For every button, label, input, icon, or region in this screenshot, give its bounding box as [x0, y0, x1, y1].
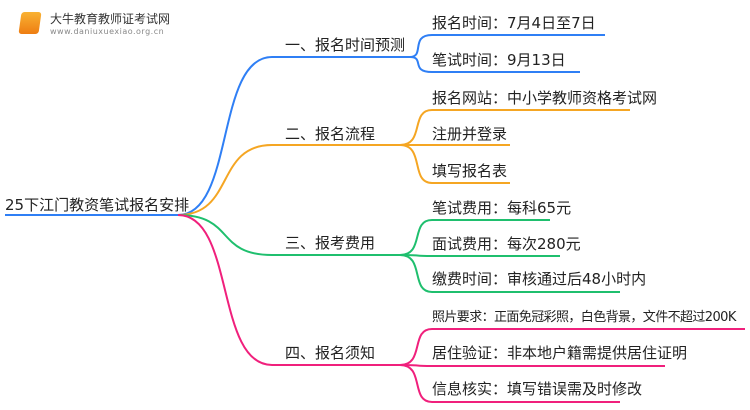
node-interview-fee[interactable]: 面试费用：每次280元 — [432, 235, 581, 253]
child-connector — [399, 109, 630, 146]
node-pay-time[interactable]: 缴费时间：审核通过后48小时内 — [432, 270, 647, 288]
branch-connector — [177, 214, 400, 366]
branch-connector — [177, 56, 410, 216]
node-login[interactable]: 注册并登录 — [432, 125, 508, 143]
branch-fees[interactable]: 三、报考费用 — [285, 234, 376, 252]
logo-name: 大牛教育教师证考试网 — [50, 12, 171, 26]
node-residence[interactable]: 居住验证：非本地户籍需提供居住证明 — [432, 344, 688, 362]
child-connector — [399, 254, 560, 257]
node-form[interactable]: 填写报名表 — [432, 162, 508, 180]
child-connector — [409, 34, 605, 58]
logo: 大牛教育教师证考试网 www.daniuxuexiao.org.cn — [18, 10, 171, 36]
node-photo[interactable]: 照片要求：正面免冠彩照，白色背景，文件不超过200K — [432, 310, 736, 325]
node-written-fee[interactable]: 笔试费用：每科65元 — [432, 199, 572, 217]
child-connector — [399, 219, 550, 256]
branch-notes[interactable]: 四、报名须知 — [285, 344, 376, 362]
branch-process[interactable]: 二、报名流程 — [285, 125, 376, 143]
branch-connector — [177, 144, 400, 216]
root-topic[interactable]: 25下江门教资笔试报名安排 — [5, 196, 190, 214]
node-exam-time[interactable]: 笔试时间：9月13日 — [432, 51, 566, 69]
node-website[interactable]: 报名网站：中小学教师资格考试网 — [432, 89, 658, 107]
child-connector — [399, 328, 745, 366]
child-connector — [409, 56, 580, 73]
child-connector — [399, 144, 510, 184]
node-verify[interactable]: 信息核实：填写错误需及时修改 — [432, 380, 643, 398]
child-connector — [399, 364, 620, 403]
logo-url: www.daniuxuexiao.org.cn — [50, 27, 165, 36]
branch-connector — [177, 214, 400, 256]
node-register-time[interactable]: 报名时间：7月4日至7日 — [432, 14, 596, 32]
child-connector — [399, 364, 665, 367]
child-connector — [399, 254, 620, 293]
branch-time[interactable]: 一、报名时间预测 — [285, 36, 406, 54]
